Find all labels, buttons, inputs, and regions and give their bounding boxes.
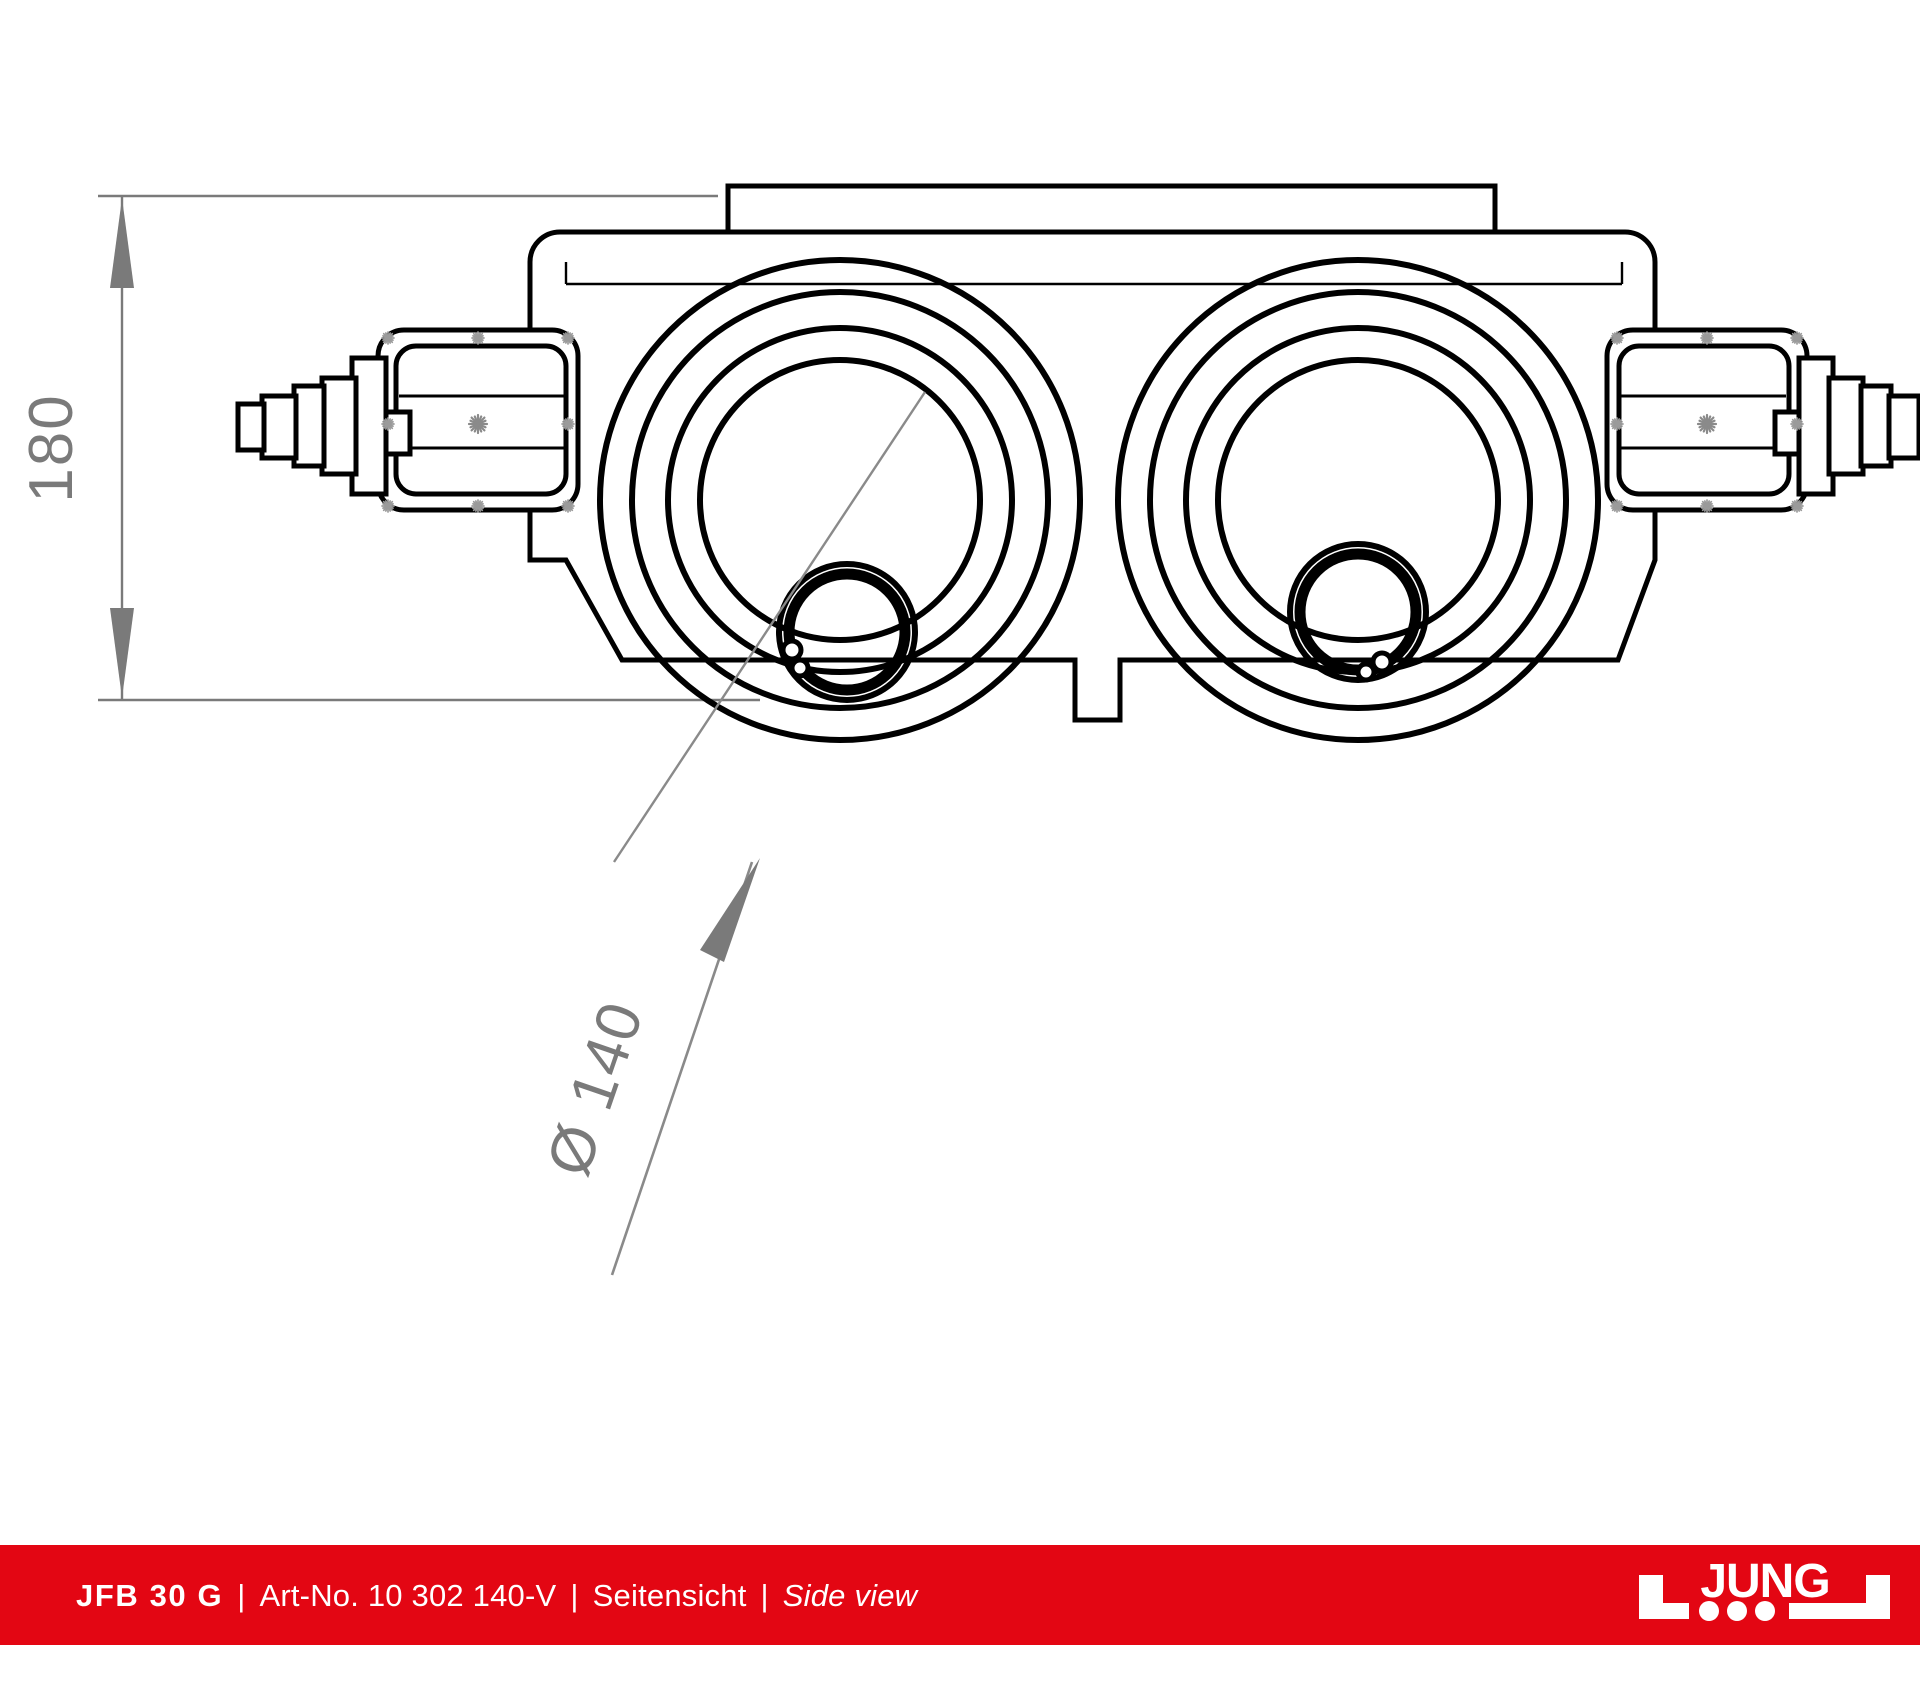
jung-logo-svg: JUNG bbox=[1639, 1557, 1890, 1621]
connector-right-collar-3 bbox=[1858, 383, 1894, 469]
logo-dot-2 bbox=[1727, 1601, 1747, 1621]
footer-caption-text: JFB 30 G | Art-No. 10 302 140-V | Seiten… bbox=[76, 1580, 917, 1611]
logo-bracket-right bbox=[1789, 1575, 1890, 1619]
dimension-diameter-140: Ø 140 bbox=[534, 391, 927, 1276]
roller-right-hub-outer bbox=[1287, 541, 1429, 683]
asterisk-icon bbox=[1611, 418, 1623, 430]
arrowhead-bottom bbox=[110, 608, 134, 698]
drawing-svg: 180 bbox=[17, 183, 1920, 1276]
roller-right-ring-4 bbox=[1215, 357, 1501, 643]
circlip-lug-right-b bbox=[1355, 661, 1377, 683]
technical-drawing-canvas: 180 bbox=[17, 183, 1920, 1276]
jung-logo: JUNG bbox=[1637, 1557, 1892, 1633]
roller-left-hub-outer bbox=[776, 561, 918, 703]
logo-dot-1 bbox=[1699, 1601, 1719, 1621]
asterisk-icon bbox=[562, 418, 574, 430]
asterisk-icon bbox=[469, 415, 487, 433]
roller-left-ring-2 bbox=[629, 289, 1051, 711]
diameter-arrowhead bbox=[700, 858, 760, 962]
asterisk-icon bbox=[1701, 500, 1713, 512]
dimension-label-diameter-140: Ø 140 bbox=[534, 993, 657, 1185]
connector-right-collar-2 bbox=[1826, 375, 1866, 477]
circlip-lug-left-a bbox=[780, 638, 804, 662]
roller-left-ring-4 bbox=[697, 357, 983, 643]
roller-left-retaining-circlip bbox=[783, 568, 911, 696]
dimension-label-180: 180 bbox=[17, 393, 86, 502]
asterisk-icon bbox=[1791, 418, 1803, 430]
footer-view-name-en: Side view bbox=[782, 1577, 918, 1613]
asterisk-icon bbox=[382, 418, 394, 430]
footer-separator-3: | bbox=[760, 1577, 769, 1613]
asterisk-icon bbox=[1698, 415, 1716, 433]
logo-wordmark: JUNG bbox=[1700, 1557, 1829, 1608]
footer-view-name-de: Seitensicht bbox=[592, 1577, 747, 1613]
asterisk-icon bbox=[562, 332, 574, 344]
footer-model-name: JFB 30 G bbox=[76, 1577, 224, 1613]
logo-dot-3 bbox=[1755, 1601, 1775, 1621]
connector-left-collar-2 bbox=[319, 375, 359, 477]
main-housing bbox=[527, 183, 1658, 723]
arrowhead-top bbox=[110, 198, 134, 288]
roller-right-ring-1 bbox=[1115, 257, 1601, 743]
roller-right-ring-3 bbox=[1183, 325, 1533, 675]
circlip-lug-right-a bbox=[1370, 650, 1394, 674]
roller-right-retaining-circlip bbox=[1294, 548, 1422, 676]
connector-left-nut bbox=[259, 393, 299, 461]
logo-bracket-left bbox=[1639, 1575, 1689, 1619]
footer-article-number: Art-No. 10 302 140-V bbox=[259, 1577, 557, 1613]
connector-left-collar-3 bbox=[291, 383, 327, 469]
asterisk-icon bbox=[472, 332, 484, 344]
asterisk-icon bbox=[382, 500, 394, 512]
asterisk-icon bbox=[1611, 500, 1623, 512]
asterisk-icon bbox=[562, 500, 574, 512]
circlip-lug-left-b bbox=[789, 657, 811, 679]
diameter-construction-line bbox=[612, 391, 927, 863]
housing-top-plate bbox=[725, 183, 1498, 232]
asterisk-icon bbox=[382, 332, 394, 344]
asterisk-icon bbox=[1791, 332, 1803, 344]
connector-left bbox=[235, 327, 581, 512]
connector-right bbox=[1604, 327, 1920, 512]
asterisk-icon bbox=[1611, 332, 1623, 344]
roller-wheel-left bbox=[597, 257, 1083, 743]
asterisk-icon bbox=[1791, 500, 1803, 512]
roller-right-ring-2 bbox=[1147, 289, 1569, 711]
page-bottom-whitespace bbox=[0, 1645, 1920, 1705]
footer-separator-1: | bbox=[237, 1577, 246, 1613]
footer-caption-bar: JFB 30 G | Art-No. 10 302 140-V | Seiten… bbox=[0, 1545, 1920, 1645]
asterisk-icon bbox=[472, 500, 484, 512]
roller-left-ring-3 bbox=[665, 325, 1015, 675]
roller-wheel-right bbox=[1115, 257, 1601, 743]
dimension-height-180: 180 bbox=[17, 194, 760, 702]
footer-separator-2: | bbox=[570, 1577, 579, 1613]
roller-left-ring-1 bbox=[597, 257, 1083, 743]
asterisk-icon bbox=[1701, 332, 1713, 344]
housing-outline bbox=[527, 229, 1658, 723]
connector-left-tip bbox=[235, 401, 267, 453]
connector-right-nut bbox=[1886, 393, 1920, 461]
